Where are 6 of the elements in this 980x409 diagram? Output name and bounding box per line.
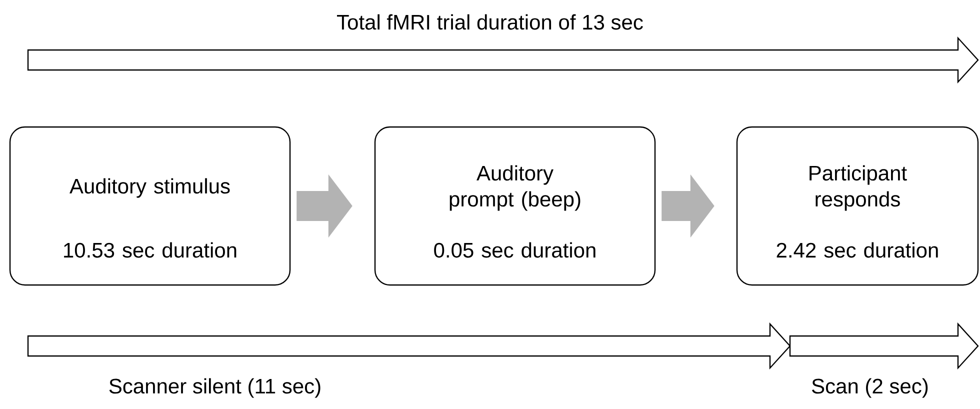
timeline-label: Scanner silent (11 sec) (109, 378, 320, 398)
timeline-label: Scan (2 sec) (812, 378, 928, 398)
process-box: Auditory prompt (beep) 0.05 sec duration (374, 126, 656, 286)
process-box: Participant responds 2.42 sec duration (736, 126, 979, 286)
process-box: Auditory stimulus 10.53 sec duration (9, 126, 291, 286)
timeline-label: Total fMRI trial duration of 13 sec (337, 14, 643, 30)
